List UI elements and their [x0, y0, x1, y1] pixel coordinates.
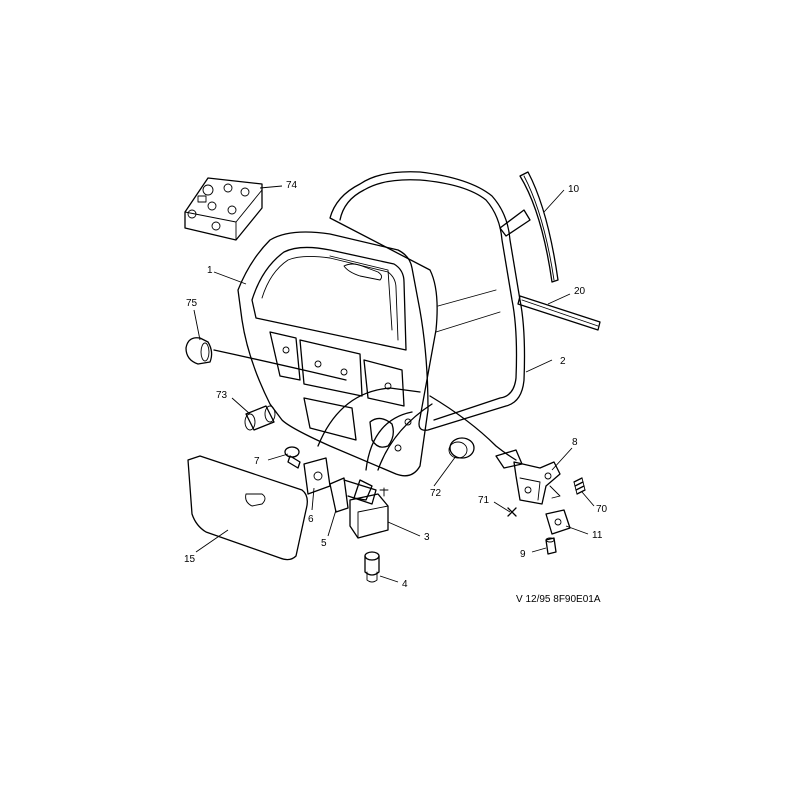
part-71-clip [507, 507, 517, 517]
callout-70: 70 [596, 504, 608, 515]
callout-20: 20 [574, 286, 586, 297]
callout-7: 7 [254, 456, 260, 467]
callout-6: 6 [308, 514, 314, 525]
part-9-pin [545, 537, 557, 555]
callout-72: 72 [430, 488, 442, 499]
part-74-fastener-kit [184, 177, 263, 241]
part-72-round-plug [448, 437, 475, 459]
leader-lines [193, 185, 595, 583]
callout-labels: 1 2 3 4 5 6 7 8 9 10 11 15 20 70 71 72 7… [184, 180, 608, 590]
callout-15: 15 [184, 554, 196, 565]
part-6-hinge-plate [303, 457, 331, 495]
callout-73: 73 [216, 390, 228, 401]
callout-2: 2 [560, 356, 566, 367]
callout-75: 75 [186, 298, 198, 309]
callout-71: 71 [478, 495, 490, 506]
callout-74: 74 [286, 180, 298, 191]
part-75-plug [185, 337, 213, 365]
part-4-hinge-pin [364, 551, 380, 583]
drawing-reference-code: V 12/95 8F90E01A [516, 594, 601, 605]
part-10-window-channel [499, 171, 559, 283]
part-15-trim-panel [187, 455, 308, 561]
callout-11: 11 [592, 530, 603, 541]
callout-5: 5 [321, 538, 327, 549]
callout-4: 4 [402, 579, 408, 590]
callout-10: 10 [568, 184, 580, 195]
callout-1: 1 [207, 265, 213, 276]
callout-9: 9 [520, 549, 526, 560]
part-5-hinge-arm [329, 477, 377, 513]
part-8-door-latch [495, 449, 561, 505]
callout-8: 8 [572, 437, 578, 448]
part-7-bolt [284, 446, 301, 469]
part-73-grommet [244, 405, 276, 431]
door-shell-fill [237, 231, 429, 477]
part-11-striker [545, 509, 571, 535]
part-70-spring [573, 477, 586, 495]
part-2-door-seal [329, 171, 526, 431]
callout-3: 3 [424, 532, 430, 543]
part-1-door-shell [213, 231, 517, 497]
part-20-waist-seal [517, 295, 601, 331]
part-3-hinge-block [349, 479, 389, 539]
